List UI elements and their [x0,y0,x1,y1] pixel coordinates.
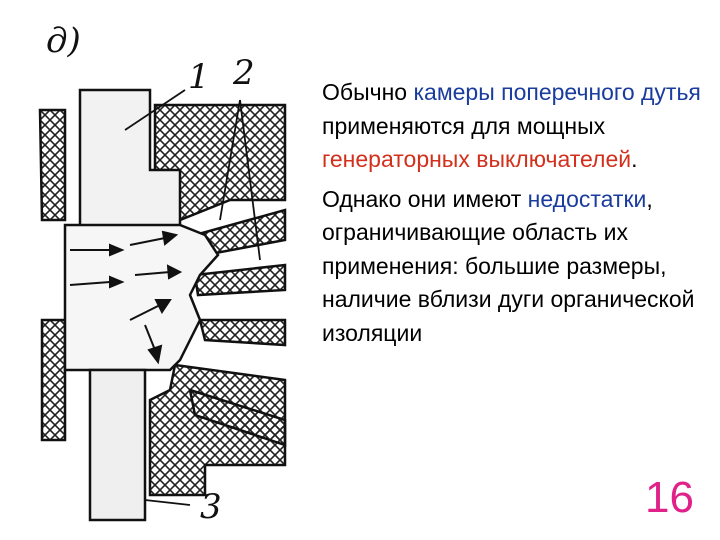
term-generator-breakers: генераторных выключателей [322,146,632,172]
paragraph-drawbacks: Однако они имеют недостатки, ограничиваю… [322,185,695,346]
splitter-plate-2 [193,263,287,297]
term-cross-blast-chambers: камеры поперечного дутья [413,79,701,105]
figure-letter: д) [46,21,81,61]
leader-2a [219,99,241,221]
leader-2b [239,99,261,261]
lower-insulator-block [148,363,287,497]
arc-chamber-diagram: д) 1 2 3 [30,20,300,540]
lower-contact [88,368,147,522]
label-1: 1 [188,57,210,97]
leader-3 [144,499,191,506]
arc-zone [63,223,220,372]
splitter-plate-3 [198,318,287,347]
term-drawbacks: недостатки [527,185,647,212]
lower-wedge [188,388,287,447]
paragraph-usage: Обычно камеры поперечного дутья применяю… [322,79,701,172]
label-2: 2 [233,53,255,93]
leader-1 [124,89,186,131]
label-3: 3 [200,487,222,527]
gas-flow-arrows [69,230,183,365]
outer-wall-left [38,108,67,222]
page-number: 16 [645,473,694,522]
outer-wall-left-lower [40,318,67,442]
slide-text: Обычно камеры поперечного дутья применяю… [322,76,707,350]
